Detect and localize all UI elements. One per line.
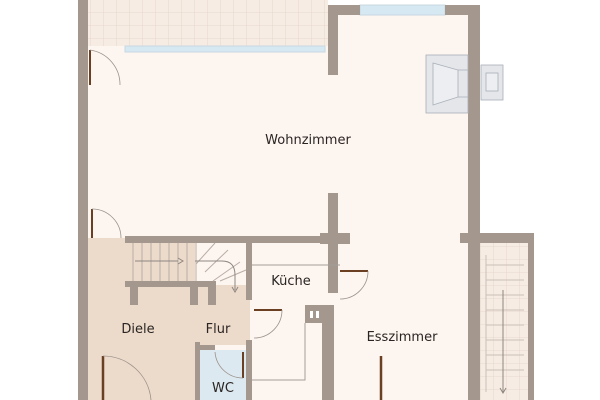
window-terrace (124, 45, 326, 53)
room-label-kueche: Küche (271, 274, 311, 289)
room-label-diele: Diele (121, 322, 154, 337)
walls (78, 0, 534, 400)
fireplace-icon (425, 54, 469, 114)
window-top (359, 4, 446, 16)
floor-wc (198, 350, 246, 400)
staircase (132, 242, 524, 394)
kitchen-counter (252, 264, 340, 381)
room-label-wc: WC (212, 381, 234, 396)
room-label-wohnzimmer: Wohnzimmer (265, 133, 351, 148)
room-label-esszimmer: Esszimmer (367, 330, 439, 345)
doors (89, 49, 383, 400)
floor-flur (195, 285, 250, 345)
room-label-flur: Flur (206, 322, 231, 337)
terrace-tiles (88, 0, 328, 46)
chimney-icon (480, 64, 504, 101)
